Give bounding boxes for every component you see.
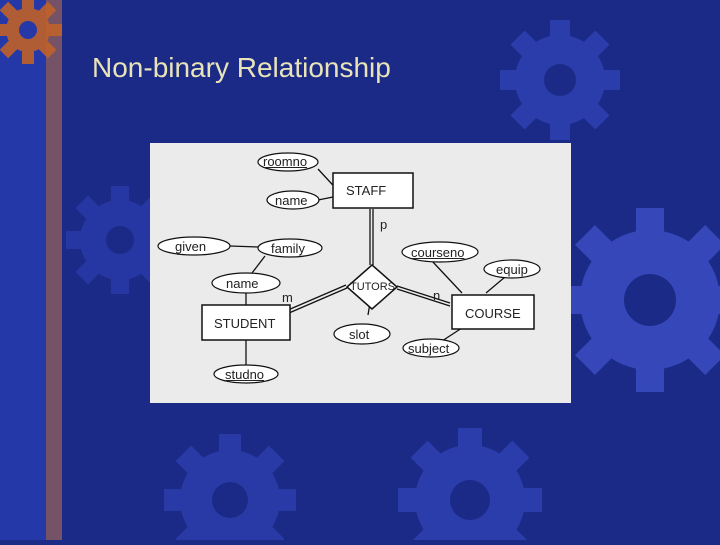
er-diagram bbox=[157, 152, 541, 384]
entity-course bbox=[451, 294, 535, 330]
entity-staff bbox=[332, 172, 414, 209]
entity-course-label: COURSE bbox=[465, 306, 521, 321]
gear-icon-bottom-left bbox=[164, 434, 296, 545]
attr-courseno bbox=[401, 241, 479, 263]
slide-title: Non-binary Relationship bbox=[92, 52, 391, 83]
attr-studno bbox=[213, 364, 279, 384]
line-given-family bbox=[229, 245, 259, 248]
gear-icon-mid-left bbox=[66, 186, 174, 294]
entity-student-label: STUDENT bbox=[214, 316, 276, 331]
attr-slot-label: slot bbox=[349, 327, 370, 342]
cardinality-student: m bbox=[282, 290, 293, 305]
attr-student-name-label: name bbox=[226, 276, 259, 291]
attr-equip-label: equip bbox=[496, 262, 528, 277]
line-student-tutors bbox=[287, 284, 347, 311]
left-stripe-accent bbox=[46, 0, 62, 540]
attr-subject bbox=[402, 338, 460, 358]
cardinality-course: n bbox=[433, 288, 441, 303]
line-courseno-course bbox=[431, 260, 463, 294]
attr-staff-name bbox=[266, 190, 320, 210]
cardinality-staff: p bbox=[380, 217, 388, 232]
gear-icon-top-right bbox=[500, 20, 620, 140]
attr-given bbox=[157, 236, 231, 256]
attr-slot bbox=[333, 323, 391, 345]
attr-staff-name-label: name bbox=[275, 193, 308, 208]
relationship-tutors-label: TUTORS bbox=[350, 281, 396, 293]
er-diagram-panel: roomno name STAFF p given family coursen… bbox=[150, 143, 571, 403]
line-student-tutors-2 bbox=[288, 287, 348, 314]
attr-family-label: family bbox=[271, 241, 305, 256]
attr-family bbox=[257, 238, 323, 258]
relationship-tutors bbox=[345, 264, 399, 310]
attr-roomno-label: roomno bbox=[263, 154, 308, 169]
gear-icon-orange bbox=[0, 0, 62, 64]
entity-staff-label: STAFF bbox=[346, 183, 387, 198]
attr-subject-label: subject bbox=[408, 341, 450, 356]
entity-student bbox=[201, 304, 291, 341]
attr-student-name bbox=[211, 272, 281, 294]
line-family-name bbox=[251, 255, 266, 274]
attr-studno-label: studno bbox=[225, 367, 265, 382]
line-tutors-course-2 bbox=[396, 288, 451, 307]
attr-equip bbox=[483, 259, 541, 279]
attr-given-label: given bbox=[175, 239, 207, 254]
line-staffname-staff bbox=[317, 196, 334, 201]
line-tutors-course bbox=[396, 285, 451, 304]
attr-courseno-label: courseno bbox=[411, 245, 465, 260]
gear-icon-bottom bbox=[398, 428, 542, 545]
attr-roomno bbox=[257, 152, 319, 172]
gear-icon-large bbox=[558, 208, 720, 392]
line-equip-course bbox=[485, 276, 506, 294]
